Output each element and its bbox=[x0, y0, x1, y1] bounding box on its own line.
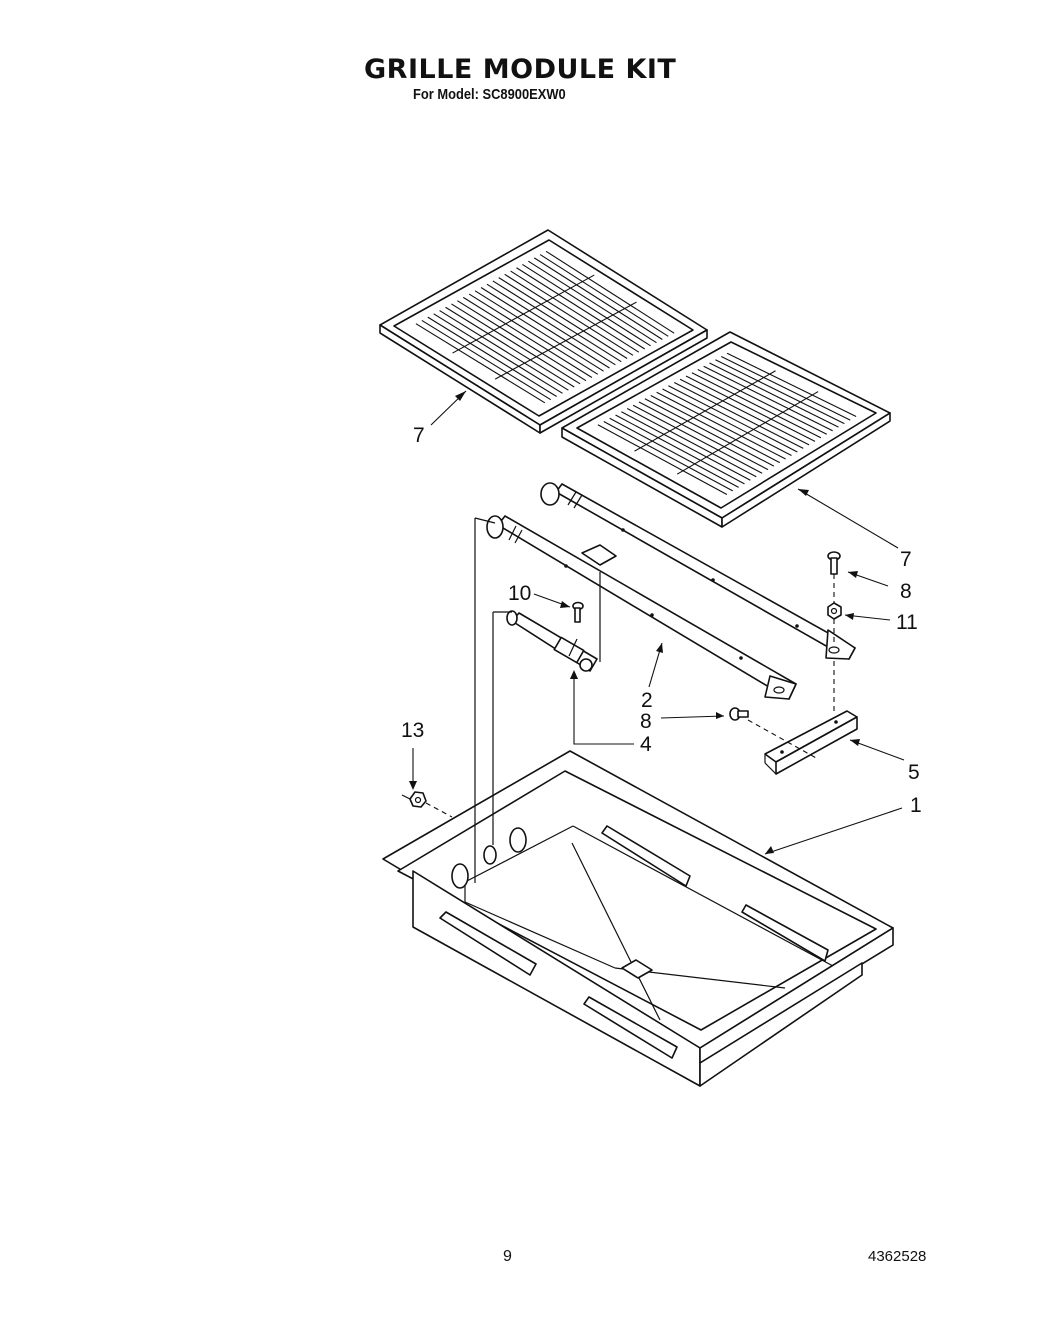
burner-front bbox=[486, 515, 797, 700]
grate-bar bbox=[433, 313, 563, 394]
grate-bar bbox=[474, 290, 604, 372]
callout-8-mid: 8 bbox=[640, 710, 652, 733]
grate-bar bbox=[451, 303, 581, 385]
callout-8-top: 8 bbox=[900, 580, 912, 603]
grate-bar bbox=[510, 270, 640, 353]
grate-bar bbox=[603, 421, 734, 492]
grate-bar bbox=[533, 257, 663, 340]
grate-bar bbox=[697, 369, 827, 435]
grate-bar bbox=[615, 414, 745, 485]
callout-7-left: 7 bbox=[413, 424, 425, 447]
grate-bar bbox=[644, 398, 775, 467]
grate-bar bbox=[662, 388, 792, 456]
callout-5: 5 bbox=[908, 761, 920, 784]
callout-13: 13 bbox=[401, 719, 424, 742]
grate-bar bbox=[486, 283, 616, 366]
grate-bar bbox=[668, 385, 798, 453]
grate-bar bbox=[522, 263, 651, 347]
grate-bar bbox=[462, 296, 593, 378]
grate-bar bbox=[632, 404, 763, 474]
grate-bar bbox=[545, 250, 675, 334]
grate-bar bbox=[597, 424, 728, 495]
grate-bar bbox=[679, 378, 810, 446]
grate-rail bbox=[452, 274, 595, 354]
grille-grate-left bbox=[379, 229, 708, 434]
grate-bar bbox=[609, 417, 739, 488]
grate-bar bbox=[673, 382, 804, 449]
page-title: GRILLE MODULE KIT bbox=[364, 54, 677, 85]
grate-bar bbox=[726, 352, 857, 418]
grate-bar bbox=[715, 359, 845, 425]
grate-bar bbox=[445, 306, 575, 388]
grate-bar bbox=[691, 372, 822, 439]
callout-10: 10 bbox=[508, 582, 531, 605]
grate-bar bbox=[504, 273, 634, 356]
bracket-5 bbox=[764, 710, 858, 775]
callout-7-right: 7 bbox=[900, 548, 912, 571]
grate-bar bbox=[685, 375, 816, 442]
callout-4: 4 bbox=[640, 733, 652, 756]
document-number: 4362528 bbox=[868, 1248, 927, 1265]
callout-11: 11 bbox=[896, 611, 918, 634]
grille-pan bbox=[382, 750, 894, 1087]
grate-rail bbox=[494, 301, 637, 380]
grate-bar bbox=[656, 391, 786, 460]
screw-8-mid bbox=[729, 707, 749, 721]
grate-bar bbox=[516, 267, 646, 350]
callout-1: 1 bbox=[910, 794, 922, 817]
grate-bar bbox=[638, 401, 769, 471]
grate-bar bbox=[427, 316, 557, 397]
model-line: For Model: SC8900EXW0 bbox=[413, 86, 566, 103]
grate-rail bbox=[676, 391, 819, 475]
grate-bar bbox=[439, 310, 569, 391]
grate-rail bbox=[634, 370, 776, 452]
grate-bar bbox=[457, 300, 587, 382]
grate-bar bbox=[626, 408, 757, 478]
grate-bar bbox=[492, 280, 622, 363]
grate-bar bbox=[703, 365, 833, 432]
screw-10 bbox=[572, 601, 584, 623]
grate-bar bbox=[650, 395, 781, 464]
page-number: 9 bbox=[503, 1248, 512, 1265]
grate-bar bbox=[539, 254, 669, 337]
screw-8-top bbox=[827, 551, 841, 575]
grate-bar bbox=[415, 323, 546, 404]
grate-bar bbox=[709, 362, 839, 428]
nut-11 bbox=[827, 602, 842, 620]
grate-bar bbox=[480, 287, 610, 369]
alignment-lines bbox=[425, 517, 835, 883]
burner-rear bbox=[540, 482, 856, 660]
grate-bar bbox=[528, 260, 657, 344]
grille-grate-right bbox=[561, 331, 891, 528]
igniter bbox=[506, 610, 598, 672]
grate-bar bbox=[721, 356, 851, 421]
grate-bar bbox=[621, 411, 751, 481]
nut-13 bbox=[401, 791, 427, 808]
grate-bar bbox=[468, 293, 599, 375]
leader-lines bbox=[409, 390, 905, 855]
callout-2: 2 bbox=[641, 689, 653, 712]
grate-bar bbox=[421, 319, 552, 401]
grate-bar bbox=[498, 277, 628, 359]
